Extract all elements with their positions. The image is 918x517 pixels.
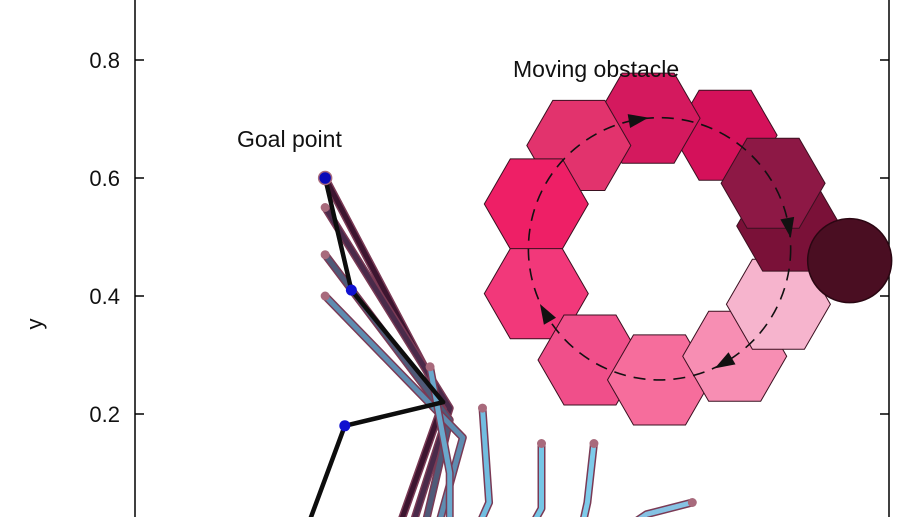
arm-configuration — [581, 443, 597, 517]
arm-configuration — [323, 294, 466, 517]
arm-tip-point — [320, 291, 330, 301]
annotation-obstacle: Moving obstacle — [513, 56, 679, 82]
y-tick-label: 0.6 — [89, 166, 120, 191]
arm-joint-point — [339, 420, 351, 432]
annotation-goal: Goal point — [237, 126, 342, 152]
y-tick-label: 0.2 — [89, 402, 120, 427]
obstacle-path-dashed — [527, 116, 792, 381]
arm-joint-point — [345, 284, 357, 296]
highlighted-arm-layer — [308, 170, 446, 517]
arm-configuration — [533, 443, 545, 517]
y-ticks: 0.2 0.4 0.6 0.8 — [89, 48, 889, 427]
arm-tip-point — [687, 498, 697, 507]
arm-tip-point — [537, 439, 547, 448]
arm-tip-point — [477, 403, 487, 413]
direction-arrow — [627, 114, 649, 128]
arm-tip-point — [320, 250, 330, 260]
direction-arrow — [780, 216, 795, 238]
highlighted-arm — [308, 177, 446, 517]
current-obstacle — [806, 217, 893, 304]
arm-configuration — [479, 407, 492, 517]
y-tick-label: 0.8 — [89, 48, 120, 73]
arm-tip-point — [320, 203, 330, 212]
arm-configuration — [637, 500, 693, 517]
goal-point-marker — [317, 170, 333, 186]
y-tick-label: 0.4 — [89, 284, 120, 309]
direction-arrow — [539, 303, 557, 325]
direction-arrow — [714, 352, 736, 369]
arm-tip-point — [589, 439, 599, 448]
obstacle-hexagon — [720, 137, 826, 229]
y-axis-label: y — [22, 319, 47, 330]
obstacle-path-layer — [483, 72, 893, 426]
arm-tip-point — [425, 362, 435, 372]
arm-configuration — [323, 206, 453, 517]
